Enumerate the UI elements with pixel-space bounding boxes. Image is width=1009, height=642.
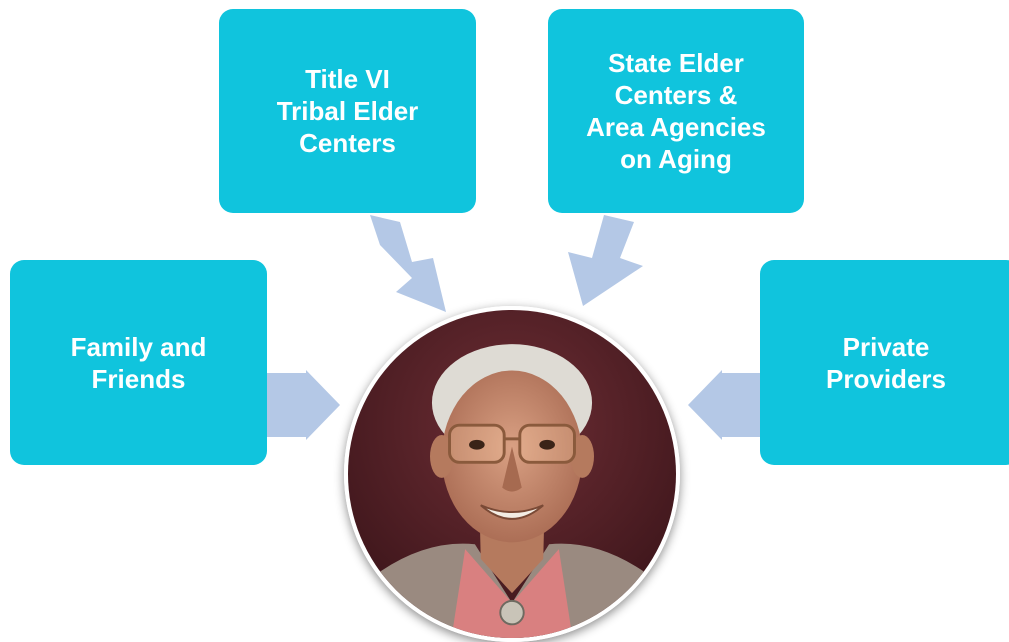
family-friends-label: Family and Friends — [70, 331, 207, 394]
elder-portrait-image — [348, 310, 676, 638]
title-vi-label: Title VI Tribal Elder Centers — [276, 64, 419, 158]
arrows-layer — [267, 215, 760, 440]
state-elder-centers-label: State Elder Centers & Area Agencies on A… — [586, 48, 766, 174]
family-friends-box: Family and Friends — [10, 260, 267, 465]
arrow-title6-to-center — [370, 215, 446, 312]
title-vi-box: Title VI Tribal Elder Centers — [219, 9, 476, 213]
state-elder-centers-box: State Elder Centers & Area Agencies on A… — [548, 9, 804, 213]
private-providers-box: Private Providers — [760, 260, 1009, 465]
private-providers-label: Private Providers — [826, 331, 946, 394]
elder-portrait — [344, 306, 680, 642]
arrow-family-to-center — [267, 370, 340, 440]
arrow-state-to-center — [568, 215, 643, 306]
arrow-private-to-center — [688, 370, 760, 440]
